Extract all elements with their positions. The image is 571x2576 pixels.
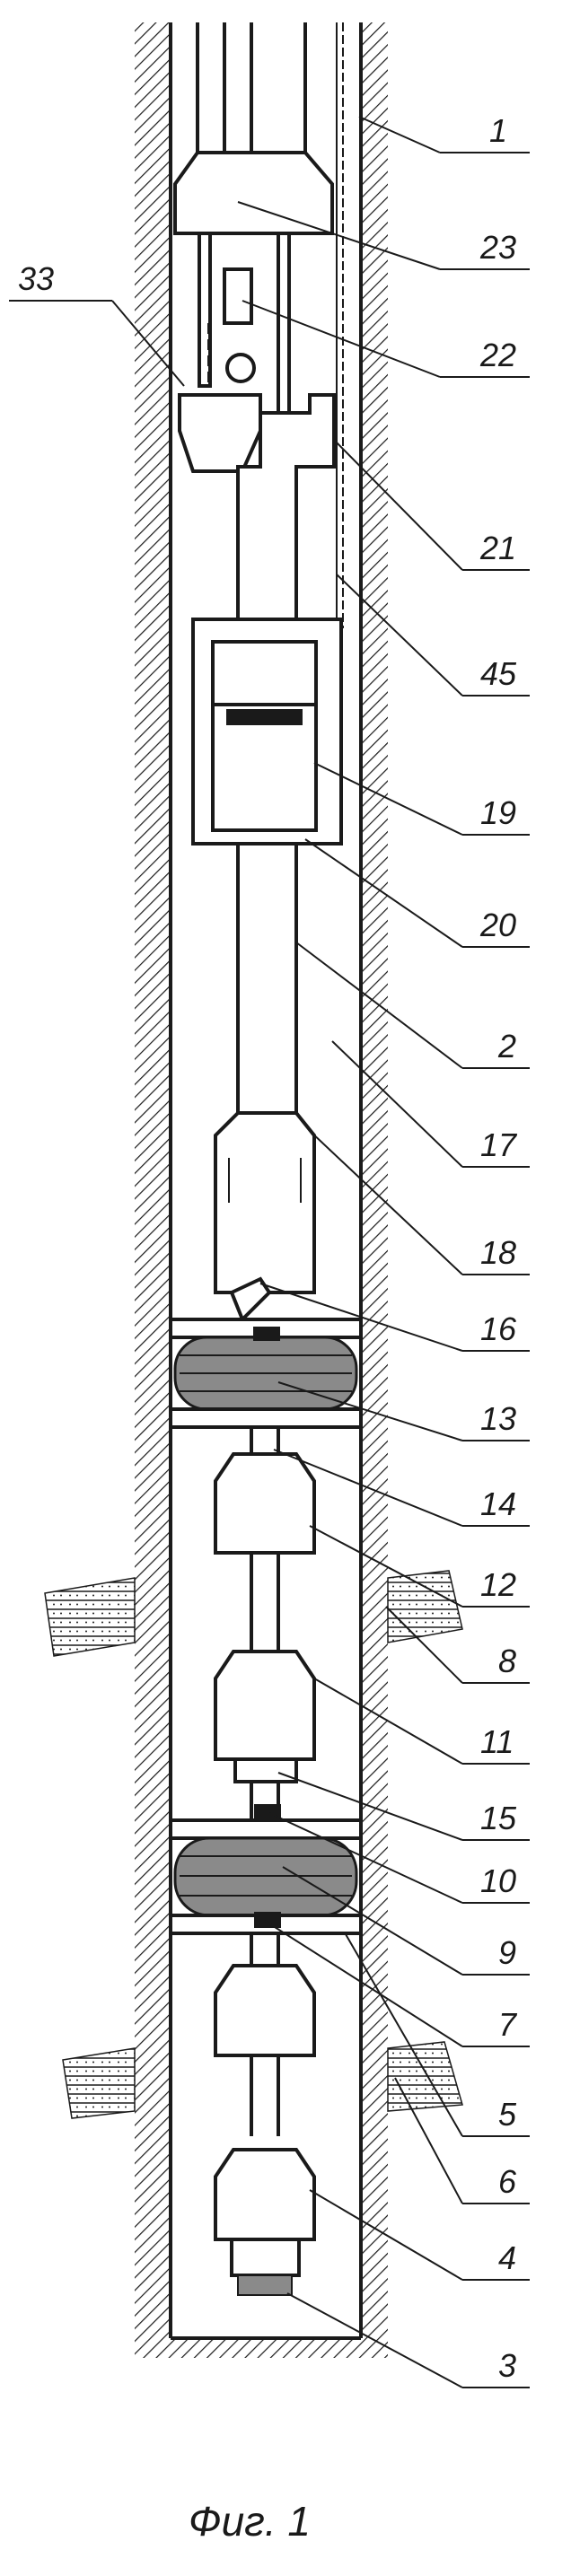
label-45: 45 bbox=[480, 655, 517, 692]
label-1: 1 bbox=[489, 112, 507, 149]
label-5: 5 bbox=[498, 2096, 517, 2133]
label-3: 3 bbox=[498, 2347, 516, 2384]
coupling-11 bbox=[214, 1650, 316, 1761]
label-8: 8 bbox=[498, 1643, 516, 1679]
label-14: 14 bbox=[480, 1485, 516, 1522]
reference-labels: 1 23 33 22 21 45 19 20 2 17 18 16 13 14 … bbox=[18, 112, 518, 2384]
label-12: 12 bbox=[480, 1566, 516, 1603]
label-13: 13 bbox=[480, 1400, 516, 1437]
casing bbox=[135, 22, 388, 2358]
label-6: 6 bbox=[498, 2163, 517, 2200]
upper-packer-13 bbox=[169, 1318, 363, 1429]
label-18: 18 bbox=[480, 1234, 516, 1271]
formation-upper bbox=[44, 1570, 463, 1657]
element-16-connector bbox=[229, 1276, 272, 1323]
element-23-head bbox=[173, 151, 334, 433]
formation-lower bbox=[62, 2041, 463, 2119]
label-4: 4 bbox=[498, 2239, 516, 2276]
label-7: 7 bbox=[498, 2006, 518, 2043]
figure-caption: Фиг. 1 bbox=[189, 2498, 311, 2545]
label-10: 10 bbox=[480, 1862, 516, 1899]
element-21-body bbox=[236, 393, 336, 621]
label-20: 20 bbox=[479, 907, 516, 943]
label-23: 23 bbox=[479, 229, 516, 266]
label-17: 17 bbox=[480, 1126, 518, 1163]
element-19-housing bbox=[191, 618, 343, 846]
leader-lines bbox=[9, 116, 530, 2388]
upper-tubing bbox=[196, 22, 344, 628]
label-33: 33 bbox=[18, 260, 54, 297]
label-15: 15 bbox=[480, 1800, 517, 1836]
label-2: 2 bbox=[497, 1028, 516, 1065]
element-33-block bbox=[178, 393, 262, 473]
label-9: 9 bbox=[498, 1934, 516, 1971]
lower-packer-9 bbox=[169, 1818, 363, 1935]
element-2-shaft bbox=[236, 844, 298, 1113]
coupling-12 bbox=[214, 1452, 316, 1555]
label-19: 19 bbox=[480, 794, 516, 831]
label-22: 22 bbox=[479, 337, 516, 373]
label-21: 21 bbox=[479, 530, 516, 566]
element-22-rod bbox=[207, 267, 256, 386]
label-11: 11 bbox=[480, 1723, 514, 1760]
element-15-10 bbox=[233, 1757, 298, 1820]
element-18-coupling bbox=[214, 1111, 316, 1294]
lower-tail bbox=[214, 1933, 316, 2296]
label-16: 16 bbox=[480, 1310, 517, 1347]
